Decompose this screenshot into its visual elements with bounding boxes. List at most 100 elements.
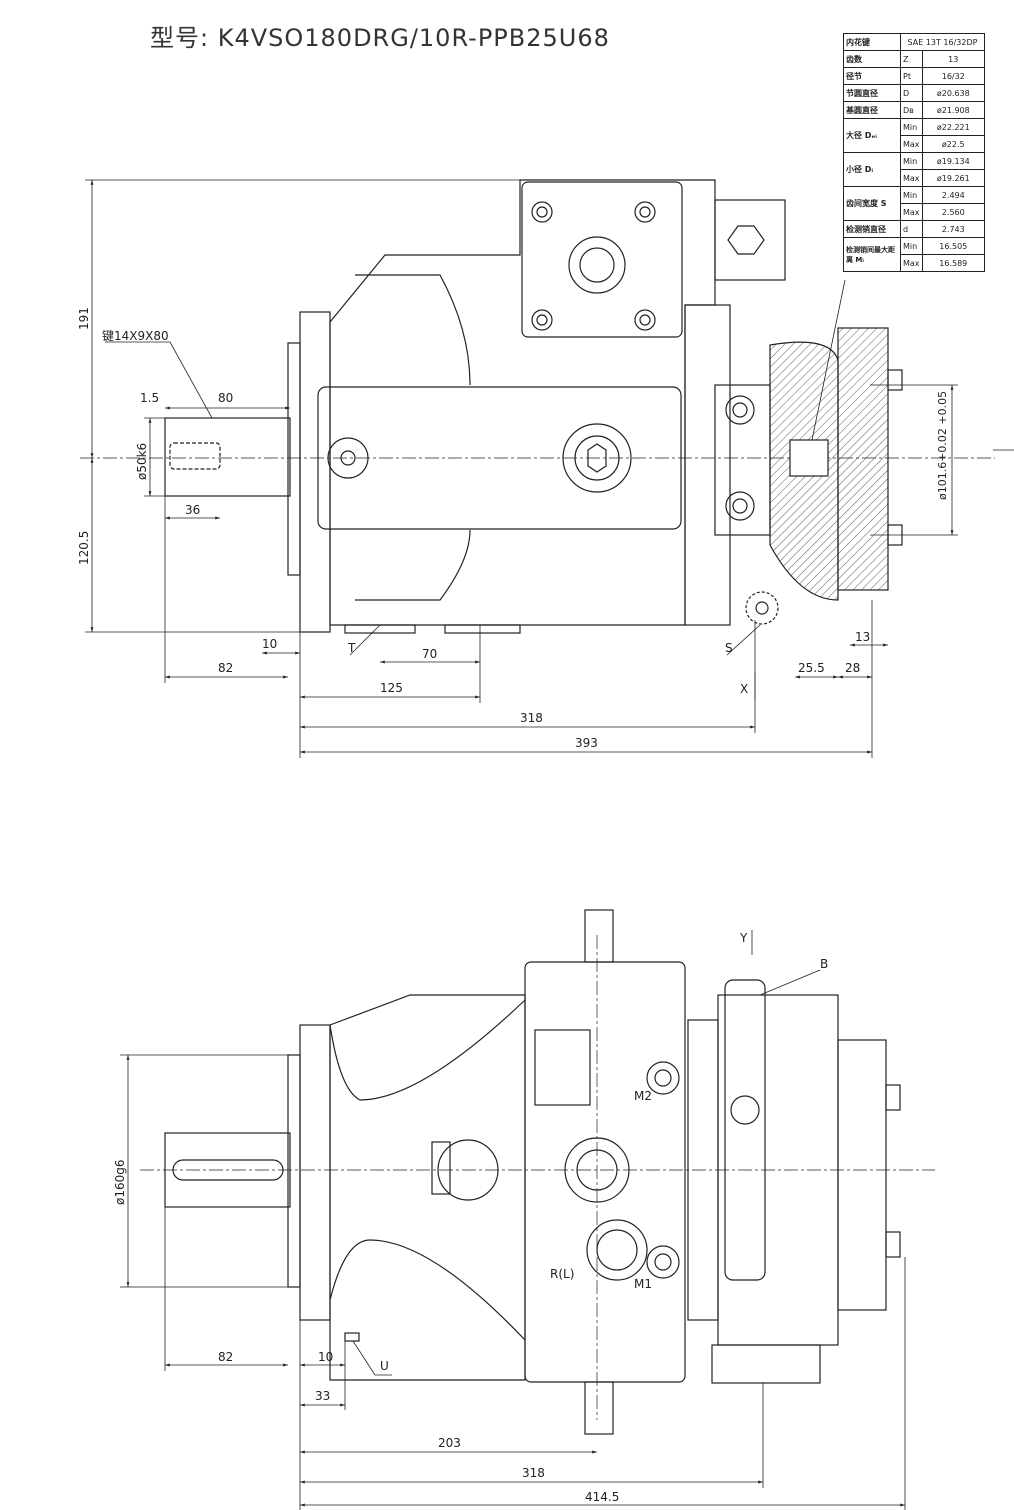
mount-plate — [299, 1024, 331, 1321]
control-spool — [724, 979, 766, 1281]
housing-contour — [355, 529, 471, 601]
shaft-key — [169, 442, 221, 470]
drive-shaft — [164, 417, 291, 497]
table-row: 径节 Pt 16/32 — [843, 67, 986, 85]
bolt — [327, 437, 369, 479]
port-u-label: U — [380, 1359, 389, 1373]
dim-318: 318 — [520, 711, 543, 725]
dim-rear-flange: ø101.6+0.02 +0.05 — [936, 391, 949, 500]
bolt — [732, 498, 748, 514]
hex-plug — [587, 443, 607, 473]
regulator — [714, 199, 786, 281]
rear-flange-section — [837, 327, 889, 591]
bottom-view — [140, 909, 935, 1435]
pump-housing — [329, 994, 526, 1381]
mount-plate — [299, 311, 331, 633]
bolt-head — [885, 1231, 901, 1258]
dim-shaft-dia: ø50k6 — [135, 443, 149, 480]
table-row: Max 2.560 — [844, 203, 986, 221]
dim-414-5: 414.5 — [585, 1490, 619, 1504]
housing-contour — [355, 274, 471, 386]
shaft-keyway — [172, 1159, 284, 1181]
port-x-label: X — [740, 682, 748, 696]
port-m2 — [654, 1069, 672, 1087]
bottom-view-labels: ø160g6 82 10 33 203 318 414.5 Y B M2 M1 … — [113, 931, 828, 1504]
top-view-dimensions — [85, 179, 1014, 758]
leader — [726, 624, 761, 656]
dim-203: 203 — [438, 1436, 461, 1450]
drain-port-t — [344, 624, 416, 634]
bolt — [639, 206, 651, 218]
port-s — [755, 601, 769, 615]
dim-flange-dia: ø160g6 — [113, 1160, 127, 1206]
bottom-view-dimensions — [120, 930, 906, 1510]
key-spec: 键14X9X80 — [102, 329, 169, 343]
plug — [730, 1095, 760, 1125]
end-cover — [684, 304, 731, 626]
port-r — [596, 1229, 638, 1271]
dim-393: 393 — [575, 736, 598, 750]
port-m1 — [654, 1253, 672, 1271]
bolt — [340, 450, 356, 466]
bolt — [725, 395, 755, 425]
valve-block — [524, 961, 686, 1383]
drive-shaft — [164, 1132, 291, 1208]
bolt — [634, 309, 656, 331]
leader — [811, 279, 846, 441]
valve-block — [521, 181, 683, 338]
top-view — [80, 179, 995, 634]
port-t-label: T — [347, 641, 356, 655]
housing-contour — [329, 999, 526, 1101]
housing-contour — [329, 1239, 526, 1341]
leader — [352, 1340, 376, 1376]
dim-13: 13 — [855, 630, 870, 644]
dim-36: 36 — [185, 503, 200, 517]
table-row: 小径 Dᵢ Min ø19.134 — [843, 152, 986, 187]
dim-1-5: 1.5 — [140, 391, 159, 405]
dim-80: 80 — [218, 391, 233, 405]
bolt — [531, 309, 553, 331]
indicator-scale — [431, 1141, 451, 1195]
spline-hub — [789, 439, 829, 477]
port — [579, 247, 615, 283]
drawing-title: 型号: K4VSO180DRG/10R-PPB25U68 — [150, 24, 610, 52]
dim-82: 82 — [218, 1350, 233, 1364]
port-m1-label: M1 — [634, 1277, 652, 1291]
leader — [349, 624, 381, 656]
dim-191: 191 — [77, 307, 91, 330]
port — [576, 1149, 618, 1191]
drain-port-u — [344, 1332, 360, 1342]
drain-port — [444, 624, 521, 634]
bottom-fitting — [584, 1381, 614, 1435]
dim-318: 318 — [522, 1466, 545, 1480]
table-row: 齿间宽度 S Min 2.494 — [843, 186, 986, 221]
port-r-label: R(L) — [550, 1267, 574, 1281]
dim-10: 10 — [318, 1350, 333, 1364]
bolt — [725, 491, 755, 521]
dim-82: 82 — [218, 661, 233, 675]
swivel-indicator — [437, 1139, 499, 1201]
bolt — [536, 314, 548, 326]
bolt-head — [887, 369, 903, 391]
bolt — [531, 201, 553, 223]
top-fitting — [584, 909, 614, 963]
bolt — [536, 206, 548, 218]
spline-spec-table: 内花键 SAE 13T 16/32DP 齿数 Z 13 径节 Pt 16/32 … — [843, 33, 986, 272]
lower-port-block — [711, 1344, 821, 1384]
dim-25-5: 25.5 — [798, 661, 825, 675]
top-view-labels: 191 120.5 键14X9X80 1.5 80 ø50k6 36 10 82… — [77, 307, 949, 750]
dim-120-5: 120.5 — [77, 531, 91, 565]
dim-10: 10 — [262, 637, 277, 651]
port-boss — [564, 1137, 630, 1203]
port-s-label: S — [725, 641, 733, 655]
table-row: Max ø22.5 — [844, 135, 986, 153]
port-boss — [562, 423, 632, 493]
port-b-label: B — [820, 957, 828, 971]
bolt-head — [885, 1084, 901, 1111]
table-row: Max 16.589 — [844, 254, 986, 272]
port-y-label: Y — [739, 931, 748, 945]
port-m2 — [646, 1061, 680, 1095]
port — [574, 435, 620, 481]
housing-body — [317, 386, 682, 530]
